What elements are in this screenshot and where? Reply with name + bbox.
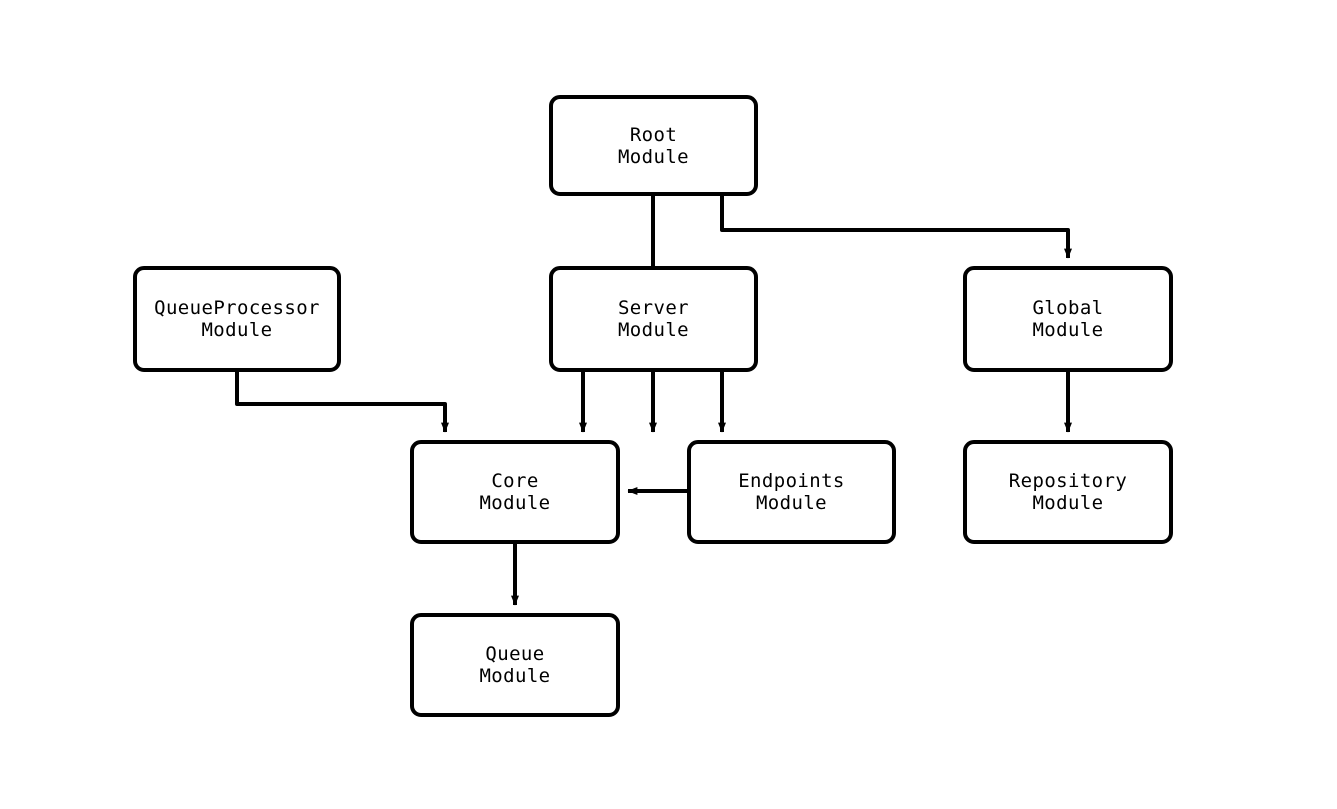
node-label-line1: Endpoints bbox=[738, 470, 845, 492]
node-label-line2: Module bbox=[617, 145, 690, 168]
node-label-line2: Module bbox=[617, 319, 690, 341]
node-label-line2: Module bbox=[479, 665, 551, 687]
node-global-module[interactable]: Global Module bbox=[963, 266, 1173, 372]
edge-queueprocessor-to-core bbox=[235, 372, 449, 433]
node-label-line1: Root bbox=[629, 123, 678, 146]
node-label-line2: Module bbox=[479, 492, 551, 514]
edge-root-to-global bbox=[720, 196, 1072, 259]
node-label-line2: Module bbox=[755, 492, 828, 514]
node-label-line2: Module bbox=[201, 319, 273, 341]
node-root-module[interactable]: Root Module bbox=[549, 95, 758, 196]
node-label-line2: Module bbox=[1032, 319, 1104, 341]
node-queue-module[interactable]: Queue Module bbox=[410, 613, 620, 717]
node-label-line1: QueueProcessor bbox=[154, 297, 320, 319]
node-label-line1: Core bbox=[491, 470, 539, 492]
node-label-line1: Queue bbox=[485, 643, 545, 665]
node-label-line1: Global bbox=[1032, 297, 1104, 319]
node-label-line1: Repository bbox=[1008, 470, 1128, 492]
node-repository-module[interactable]: Repository Module bbox=[963, 440, 1173, 544]
node-server-module[interactable]: Server Module bbox=[549, 266, 758, 372]
node-endpoints-module[interactable]: Endpoints Module bbox=[687, 440, 896, 544]
node-queueprocessor-module[interactable]: QueueProcessor Module bbox=[133, 266, 341, 372]
node-core-module[interactable]: Core Module bbox=[410, 440, 620, 544]
node-label-line1: Server bbox=[617, 297, 690, 319]
node-label-line2: Module bbox=[1032, 492, 1104, 514]
